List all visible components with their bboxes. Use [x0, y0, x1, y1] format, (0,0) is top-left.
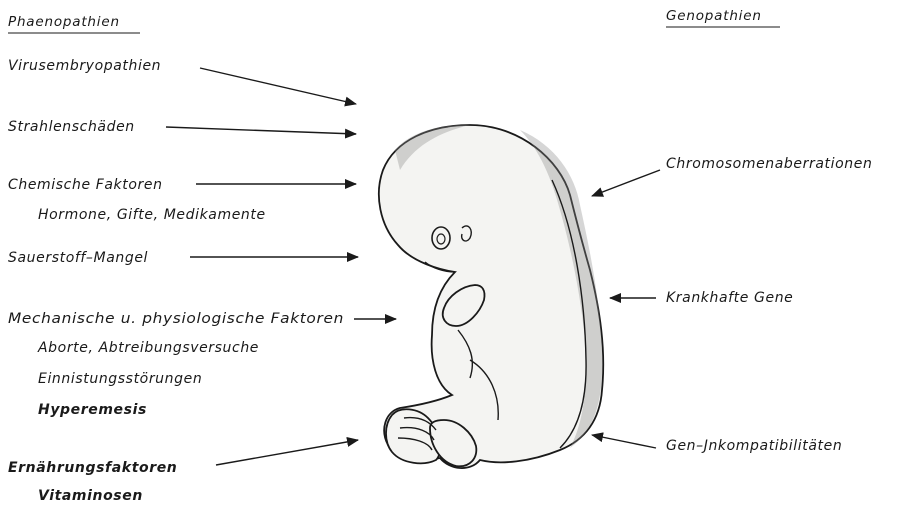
- arrow-gen-inkompatibilitaeten: [592, 435, 656, 448]
- factor-mechanische-physiologische: Mechanische u. physiologische Faktoren: [8, 311, 344, 327]
- arrow-ernaehrungsfaktoren: [216, 440, 358, 465]
- factor-strahlenschaeden: Strahlenschäden: [8, 119, 135, 135]
- arrow-chromosomenaberrationen: [592, 170, 660, 196]
- subfactor-hyperemesis: Hyperemesis: [38, 402, 147, 418]
- header-right-label: Genopathien: [666, 8, 762, 24]
- header-left-label: Phaenopathien: [8, 14, 120, 30]
- factor-virusembryopathien: Virusembryopathien: [8, 58, 161, 74]
- subfactor-einnistungsstoerungen: Einnistungsstörungen: [38, 371, 202, 387]
- arrow-virusembryopathien: [200, 68, 356, 104]
- factor-chromosomenaberrationen: Chromosomenaberrationen: [666, 156, 872, 172]
- factor-sauerstoff-mangel: Sauerstoff–Mangel: [8, 250, 148, 266]
- factor-gen-inkompatibilitaeten: Gen–Jnkompatibilitäten: [666, 438, 842, 454]
- subfactor-aborte: Aborte, Abtreibungsversuche: [37, 340, 259, 356]
- embryo-illustration: [379, 125, 603, 468]
- factor-chemische-faktoren: Chemische Faktoren: [8, 177, 163, 193]
- factor-ernaehrungsfaktoren: Ernährungsfaktoren: [8, 460, 177, 476]
- arrow-strahlenschaeden: [166, 127, 356, 134]
- subfactor-hormone-gifte-medikamente: Hormone, Gifte, Medikamente: [38, 207, 266, 223]
- factor-krankhafte-gene: Krankhafte Gene: [666, 290, 793, 306]
- header-genopathien: Genopathien: [666, 8, 780, 27]
- header-phaenopathien: Phaenopathien: [8, 14, 140, 33]
- subfactor-vitaminosen: Vitaminosen: [38, 488, 143, 504]
